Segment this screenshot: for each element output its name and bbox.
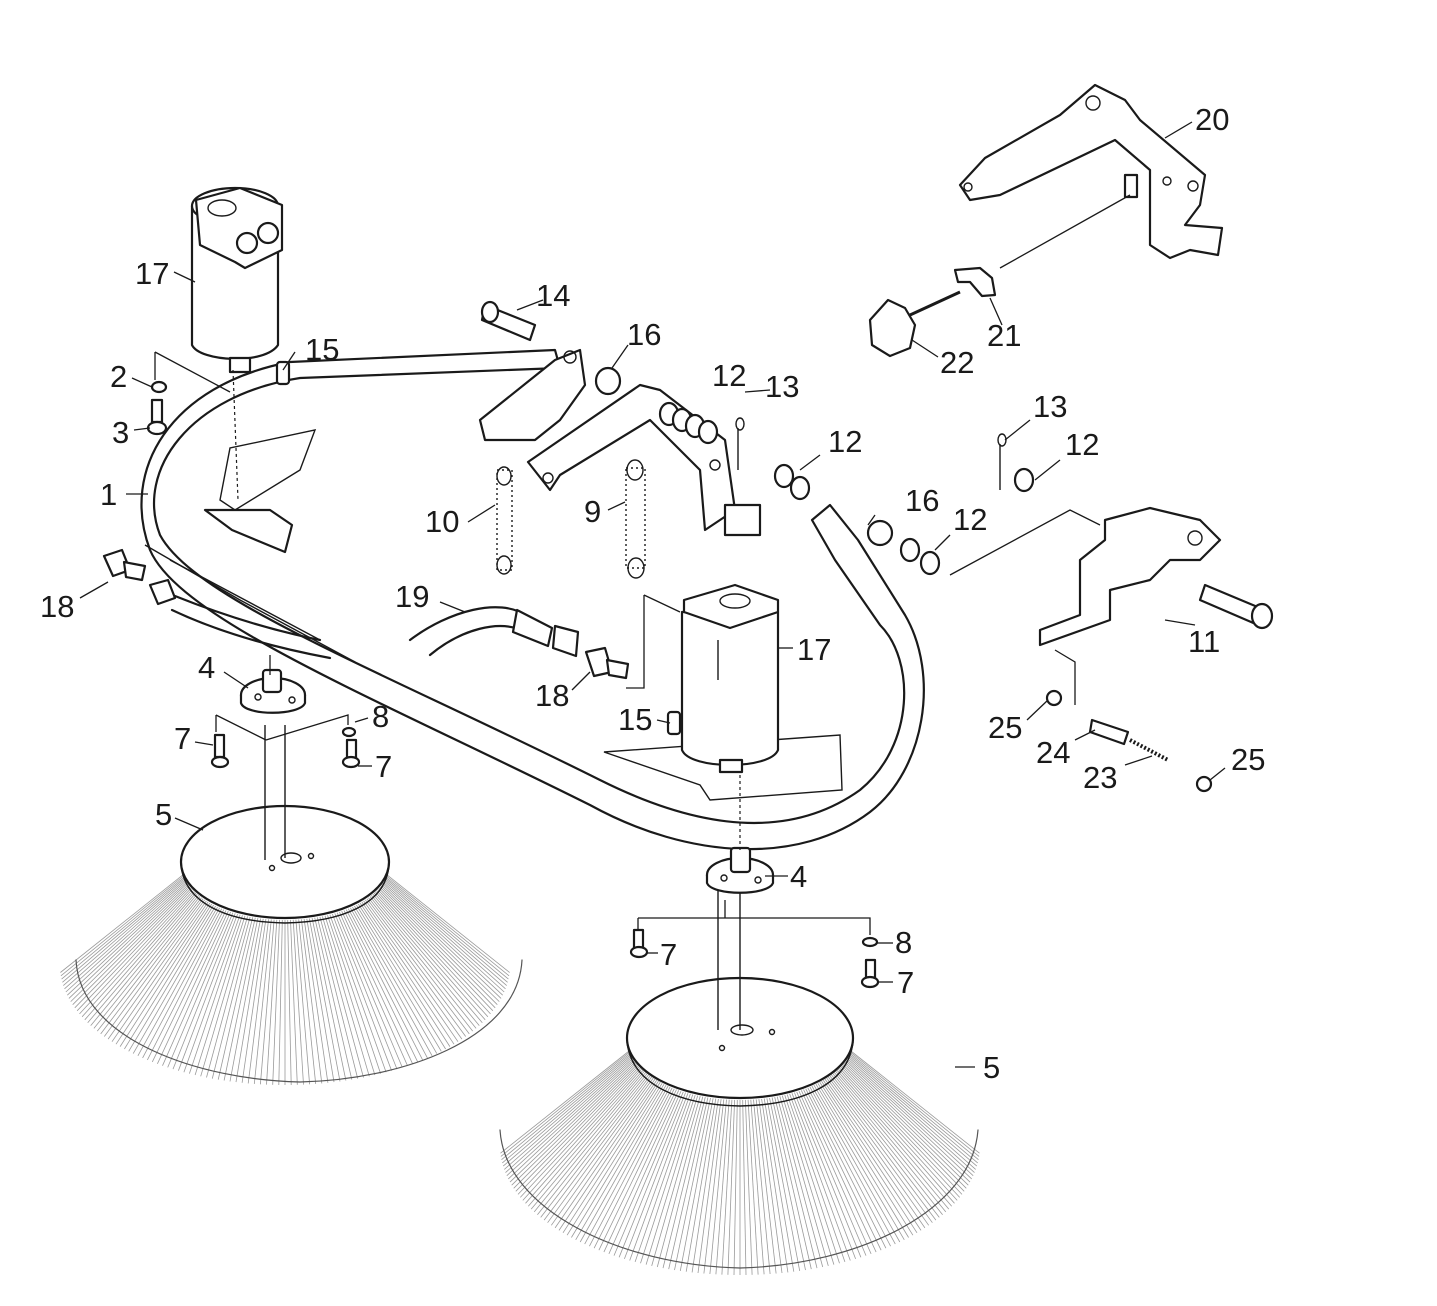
callout-pointers [79, 121, 1226, 1068]
callout-17: 17 [797, 632, 831, 667]
callout-13: 13 [765, 369, 799, 404]
callout-12: 12 [828, 424, 862, 459]
callout-7: 7 [660, 937, 677, 972]
callout-15: 15 [305, 332, 339, 367]
callout-25: 25 [1231, 742, 1265, 777]
callout-24: 24 [1036, 735, 1070, 770]
callout-1: 1 [100, 477, 117, 512]
mount-bracket [1038, 506, 1274, 647]
hydraulic-motor-right [680, 583, 780, 774]
brush-hub-left [239, 668, 307, 714]
hydraulic-hose [408, 606, 580, 658]
brush-bristles-right [500, 1048, 980, 1276]
callout-23: 23 [1083, 760, 1117, 795]
leader-lines [154, 194, 1131, 935]
hose-left [148, 578, 332, 660]
callout-18: 18 [535, 678, 569, 713]
callout-12: 12 [1065, 427, 1099, 462]
knob-and-nut [868, 266, 997, 358]
callout-13: 13 [1033, 389, 1067, 424]
side-brush-right [499, 880, 980, 1276]
callout-5: 5 [983, 1050, 1000, 1085]
brush-bristles-left [60, 872, 510, 1086]
lever-linkage [478, 300, 1035, 576]
callout-7: 7 [897, 965, 914, 1000]
callout-12: 12 [953, 502, 987, 537]
hydraulic-motor-left [190, 186, 284, 374]
small-hardware [102, 360, 880, 989]
callout-9: 9 [584, 494, 601, 529]
callout-3: 3 [112, 415, 129, 450]
callout-21: 21 [987, 318, 1021, 353]
callout-12: 12 [712, 358, 746, 393]
callout-18: 18 [40, 589, 74, 624]
callout-4: 4 [790, 859, 807, 894]
callout-labels: 1 2 3 4 4 5 5 7 7 7 7 8 8 9 10 11 12 12 … [40, 102, 1265, 1085]
callout-8: 8 [372, 699, 389, 734]
callout-10: 10 [425, 504, 459, 539]
side-brush-left [60, 725, 523, 1086]
callout-19: 19 [395, 579, 429, 614]
callout-4: 4 [198, 650, 215, 685]
brush-hub-right [705, 846, 775, 894]
callout-7: 7 [375, 749, 392, 784]
callout-14: 14 [536, 278, 570, 313]
callout-20: 20 [1195, 102, 1229, 137]
callout-22: 22 [940, 345, 974, 380]
callout-16: 16 [627, 317, 661, 352]
callout-25: 25 [988, 710, 1022, 745]
callout-5: 5 [155, 797, 172, 832]
pin-and-spring [1045, 689, 1213, 793]
callout-2: 2 [110, 359, 127, 394]
upper-bracket [958, 83, 1224, 260]
callout-8: 8 [895, 925, 912, 960]
callout-15: 15 [618, 702, 652, 737]
callout-7: 7 [174, 721, 191, 756]
callout-17: 17 [135, 256, 169, 291]
callout-16: 16 [905, 483, 939, 518]
callout-11: 11 [1188, 624, 1220, 659]
brush-frame [140, 348, 925, 851]
